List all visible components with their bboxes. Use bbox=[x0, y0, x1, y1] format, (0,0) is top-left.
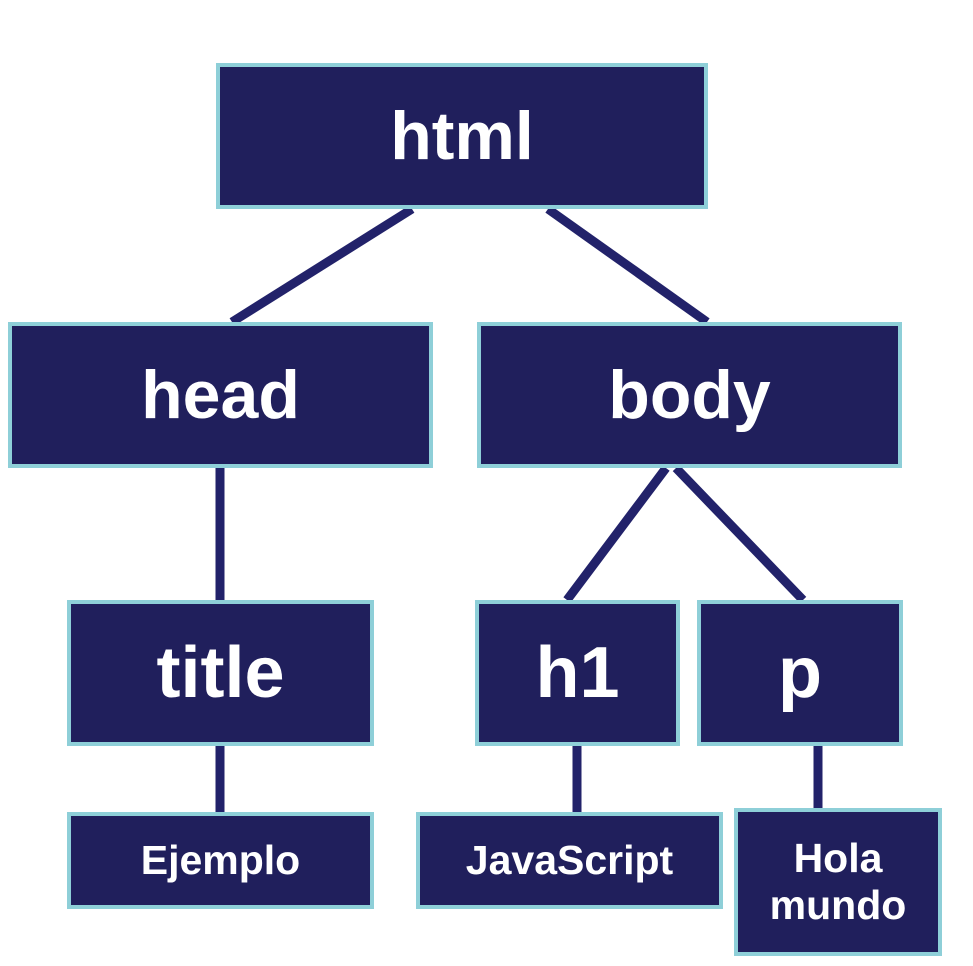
node-head: head bbox=[8, 322, 433, 468]
node-title-label: title bbox=[156, 633, 285, 713]
node-h1: h1 bbox=[475, 600, 680, 746]
node-h1-label: h1 bbox=[535, 633, 620, 713]
node-body: body bbox=[477, 322, 902, 468]
edge-body-h1 bbox=[563, 465, 670, 603]
node-ejemplo-label: Ejemplo bbox=[140, 836, 301, 883]
node-html-label: html bbox=[390, 98, 534, 174]
node-p-label: p bbox=[778, 633, 822, 713]
node-body-label: body bbox=[608, 357, 771, 433]
node-hola-line2: mundo bbox=[769, 882, 907, 928]
node-hola-line1: Hola bbox=[793, 834, 883, 881]
node-p: p bbox=[697, 600, 903, 746]
node-javascript-label: JavaScript bbox=[465, 836, 674, 883]
node-ejemplo: Ejemplo bbox=[67, 812, 374, 909]
edge-html-head bbox=[229, 205, 415, 326]
node-html: html bbox=[216, 63, 708, 209]
node-javascript: JavaScript bbox=[416, 812, 723, 909]
edge-body-p bbox=[672, 464, 807, 604]
node-hola-mundo: Hola mundo bbox=[734, 808, 942, 956]
edge-html-body bbox=[545, 205, 710, 326]
node-title: title bbox=[67, 600, 374, 746]
node-head-label: head bbox=[141, 357, 300, 433]
